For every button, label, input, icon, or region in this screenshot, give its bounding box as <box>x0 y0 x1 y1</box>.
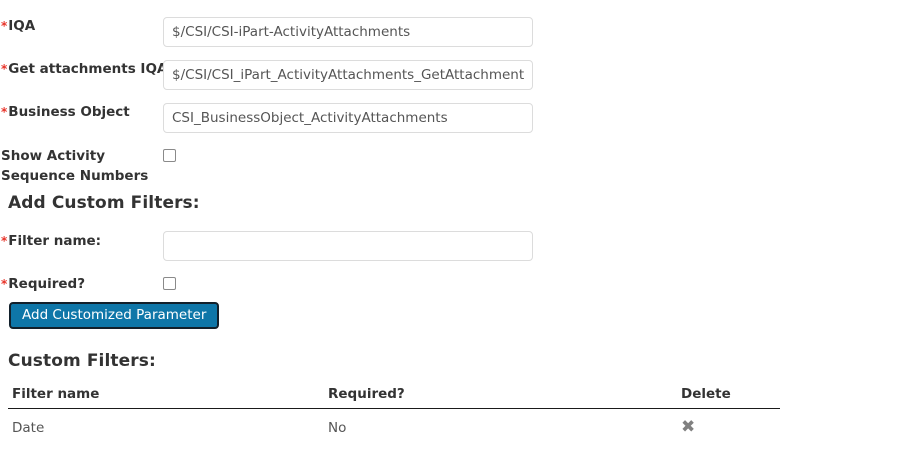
cell-delete: ✖ <box>598 409 780 443</box>
column-header-delete-text: Delete <box>681 386 731 402</box>
label-business-object-text: Business Object <box>8 104 130 120</box>
cell-filter-name: Date <box>12 419 45 436</box>
label-required: *Required? <box>1 274 85 294</box>
get-attachments-iqa-input[interactable] <box>163 60 533 90</box>
column-header-required: Required? <box>324 386 598 409</box>
label-iqa-text: IQA <box>8 18 36 34</box>
label-get-attachments-iqa-text: Get attachments IQA <box>8 61 168 77</box>
required-asterisk: * <box>1 105 8 119</box>
iqa-input[interactable] <box>163 17 533 47</box>
table-row: Date No ✖ <box>8 409 780 443</box>
label-filter-name: *Filter name: <box>1 231 101 251</box>
cell-required: No <box>328 419 347 436</box>
required-asterisk: * <box>1 277 8 291</box>
add-custom-filters-heading: Add Custom Filters: <box>8 193 200 213</box>
label-required-text: Required? <box>8 276 86 292</box>
label-iqa: *IQA <box>1 16 35 36</box>
add-customized-parameter-button[interactable]: Add Customized Parameter <box>9 302 220 329</box>
table-header-row: Filter name Required? Delete <box>8 386 780 409</box>
close-x-icon[interactable]: ✖ <box>681 417 696 437</box>
required-asterisk: * <box>1 19 8 33</box>
show-activity-sequence-numbers-checkbox[interactable] <box>163 149 176 162</box>
required-asterisk: * <box>1 234 8 248</box>
label-filter-name-text: Filter name: <box>8 233 102 249</box>
custom-filters-table: Filter name Required? Delete Date No ✖ <box>8 386 780 442</box>
label-get-attachments-iqa: *Get attachments IQA <box>1 59 167 79</box>
column-header-filter-name: Filter name <box>8 386 324 409</box>
label-business-object: *Business Object <box>1 102 130 122</box>
column-header-delete: Delete <box>598 386 780 409</box>
filter-name-input[interactable] <box>163 231 533 261</box>
custom-filters-heading: Custom Filters: <box>8 351 156 371</box>
business-object-input[interactable] <box>163 103 533 133</box>
label-show-activity-sequence-numbers: Show Activity Sequence Numbers <box>1 148 149 184</box>
required-checkbox[interactable] <box>163 277 176 290</box>
required-asterisk: * <box>1 62 8 76</box>
